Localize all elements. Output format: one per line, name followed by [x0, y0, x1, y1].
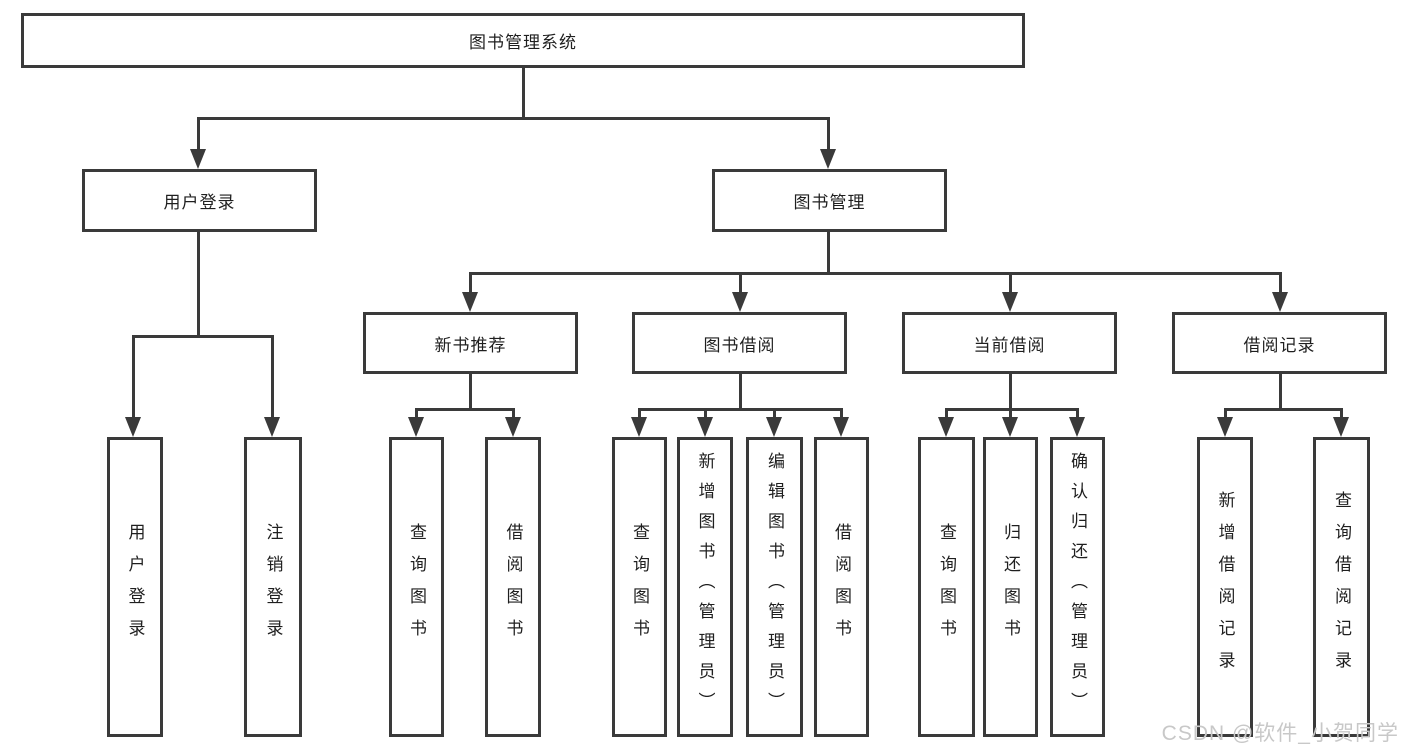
arrowhead-down-icon [462, 292, 478, 312]
connector-line [1224, 408, 1343, 411]
arrowhead-down-icon [1333, 417, 1349, 437]
leaf-user-login: 用户登录 [107, 437, 163, 737]
connector-line [512, 408, 515, 420]
leaf-confirm-return-admin-label: 确认归还（管理员） [1068, 452, 1087, 722]
leaf-query-books-current: 查询图书 [918, 437, 975, 737]
connector-line [1009, 408, 1012, 420]
leaf-borrow-books-recommend-label: 借阅图书 [503, 523, 523, 651]
connector-line [1224, 408, 1227, 420]
leaf-query-books-borrow-label: 查询图书 [630, 523, 649, 651]
node-book-borrow: 图书借阅 [632, 312, 847, 374]
leaf-query-borrow-record: 查询借阅记录 [1313, 437, 1370, 737]
node-book-management: 图书管理 [712, 169, 947, 232]
node-current-borrow-label: 当前借阅 [973, 335, 1046, 355]
connector-line [739, 272, 742, 296]
connector-line [415, 408, 418, 420]
leaf-user-login-label: 用户登录 [125, 523, 145, 651]
node-current-borrow: 当前借阅 [902, 312, 1117, 374]
connector-line [1340, 408, 1343, 420]
connector-line [197, 117, 829, 120]
connector-line [271, 335, 274, 419]
connector-line [638, 408, 843, 411]
connector-line [522, 68, 525, 117]
node-new-book-recommend-label: 新书推荐 [434, 335, 507, 355]
connector-line [773, 408, 776, 420]
leaf-add-book-admin: 新增图书（管理员） [677, 437, 733, 737]
leaf-borrow-books-recommend: 借阅图书 [485, 437, 541, 737]
arrowhead-down-icon [408, 417, 424, 437]
connector-line [827, 232, 830, 274]
leaf-borrow-books: 借阅图书 [814, 437, 869, 737]
leaf-logout: 注销登录 [244, 437, 302, 737]
node-book-management-label: 图书管理 [793, 193, 866, 212]
connector-line [197, 117, 200, 151]
node-user-login-label: 用户登录 [163, 193, 236, 212]
arrowhead-down-icon [264, 417, 280, 437]
arrowhead-down-icon [766, 417, 782, 437]
arrowhead-down-icon [631, 417, 647, 437]
arrowhead-down-icon [190, 149, 206, 169]
connector-line [132, 335, 135, 419]
leaf-add-borrow-record-label: 新增借阅记录 [1215, 491, 1235, 683]
leaf-return-book-label: 归还图书 [1001, 523, 1020, 651]
connector-line [197, 232, 200, 337]
arrowhead-down-icon [505, 417, 521, 437]
leaf-add-borrow-record: 新增借阅记录 [1197, 437, 1253, 737]
connector-line [1279, 272, 1282, 296]
node-borrow-records: 借阅记录 [1172, 312, 1387, 374]
arrowhead-down-icon [1002, 292, 1018, 312]
arrowhead-down-icon [1217, 417, 1233, 437]
connector-line [945, 408, 948, 420]
connector-line [1009, 272, 1012, 296]
connector-line [469, 272, 1282, 275]
arrowhead-down-icon [697, 417, 713, 437]
leaf-edit-book-admin-label: 编辑图书（管理员） [765, 452, 784, 722]
connector-line [1076, 408, 1079, 420]
leaf-logout-label: 注销登录 [263, 523, 283, 651]
node-book-borrow-label: 图书借阅 [703, 335, 776, 355]
connector-line [1279, 374, 1282, 410]
leaf-query-books-current-label: 查询图书 [937, 523, 956, 651]
leaf-query-books-recommend-label: 查询图书 [407, 523, 426, 651]
arrowhead-down-icon [820, 149, 836, 169]
leaf-confirm-return-admin: 确认归还（管理员） [1050, 437, 1105, 737]
arrowhead-down-icon [1002, 417, 1018, 437]
connector-line [132, 335, 274, 338]
leaf-query-borrow-record-label: 查询借阅记录 [1332, 491, 1351, 683]
leaf-add-book-admin-label: 新增图书（管理员） [695, 452, 715, 722]
arrowhead-down-icon [732, 292, 748, 312]
node-user-login: 用户登录 [82, 169, 317, 232]
arrowhead-down-icon [833, 417, 849, 437]
connector-line [469, 374, 472, 410]
connector-line [415, 408, 515, 411]
arrowhead-down-icon [938, 417, 954, 437]
connector-line [739, 374, 742, 410]
arrowhead-down-icon [1069, 417, 1085, 437]
leaf-return-book: 归还图书 [983, 437, 1038, 737]
arrowhead-down-icon [1272, 292, 1288, 312]
leaf-edit-book-admin: 编辑图书（管理员） [746, 437, 803, 737]
connector-line [704, 408, 707, 420]
leaf-query-books-recommend: 查询图书 [389, 437, 444, 737]
connector-line [827, 117, 830, 151]
csdn-watermark: CSDN @软件_小贺同学 [1161, 722, 1399, 745]
connector-line [469, 272, 472, 296]
connector-line [945, 408, 1079, 411]
node-root: 图书管理系统 [21, 13, 1025, 68]
node-borrow-records-label: 借阅记录 [1243, 335, 1316, 355]
connector-line [840, 408, 843, 420]
node-new-book-recommend: 新书推荐 [363, 312, 578, 374]
leaf-borrow-books-label: 借阅图书 [832, 523, 851, 651]
node-root-label: 图书管理系统 [469, 33, 577, 52]
leaf-query-books-borrow: 查询图书 [612, 437, 667, 737]
arrowhead-down-icon [125, 417, 141, 437]
connector-line [638, 408, 641, 420]
connector-line [1009, 374, 1012, 410]
